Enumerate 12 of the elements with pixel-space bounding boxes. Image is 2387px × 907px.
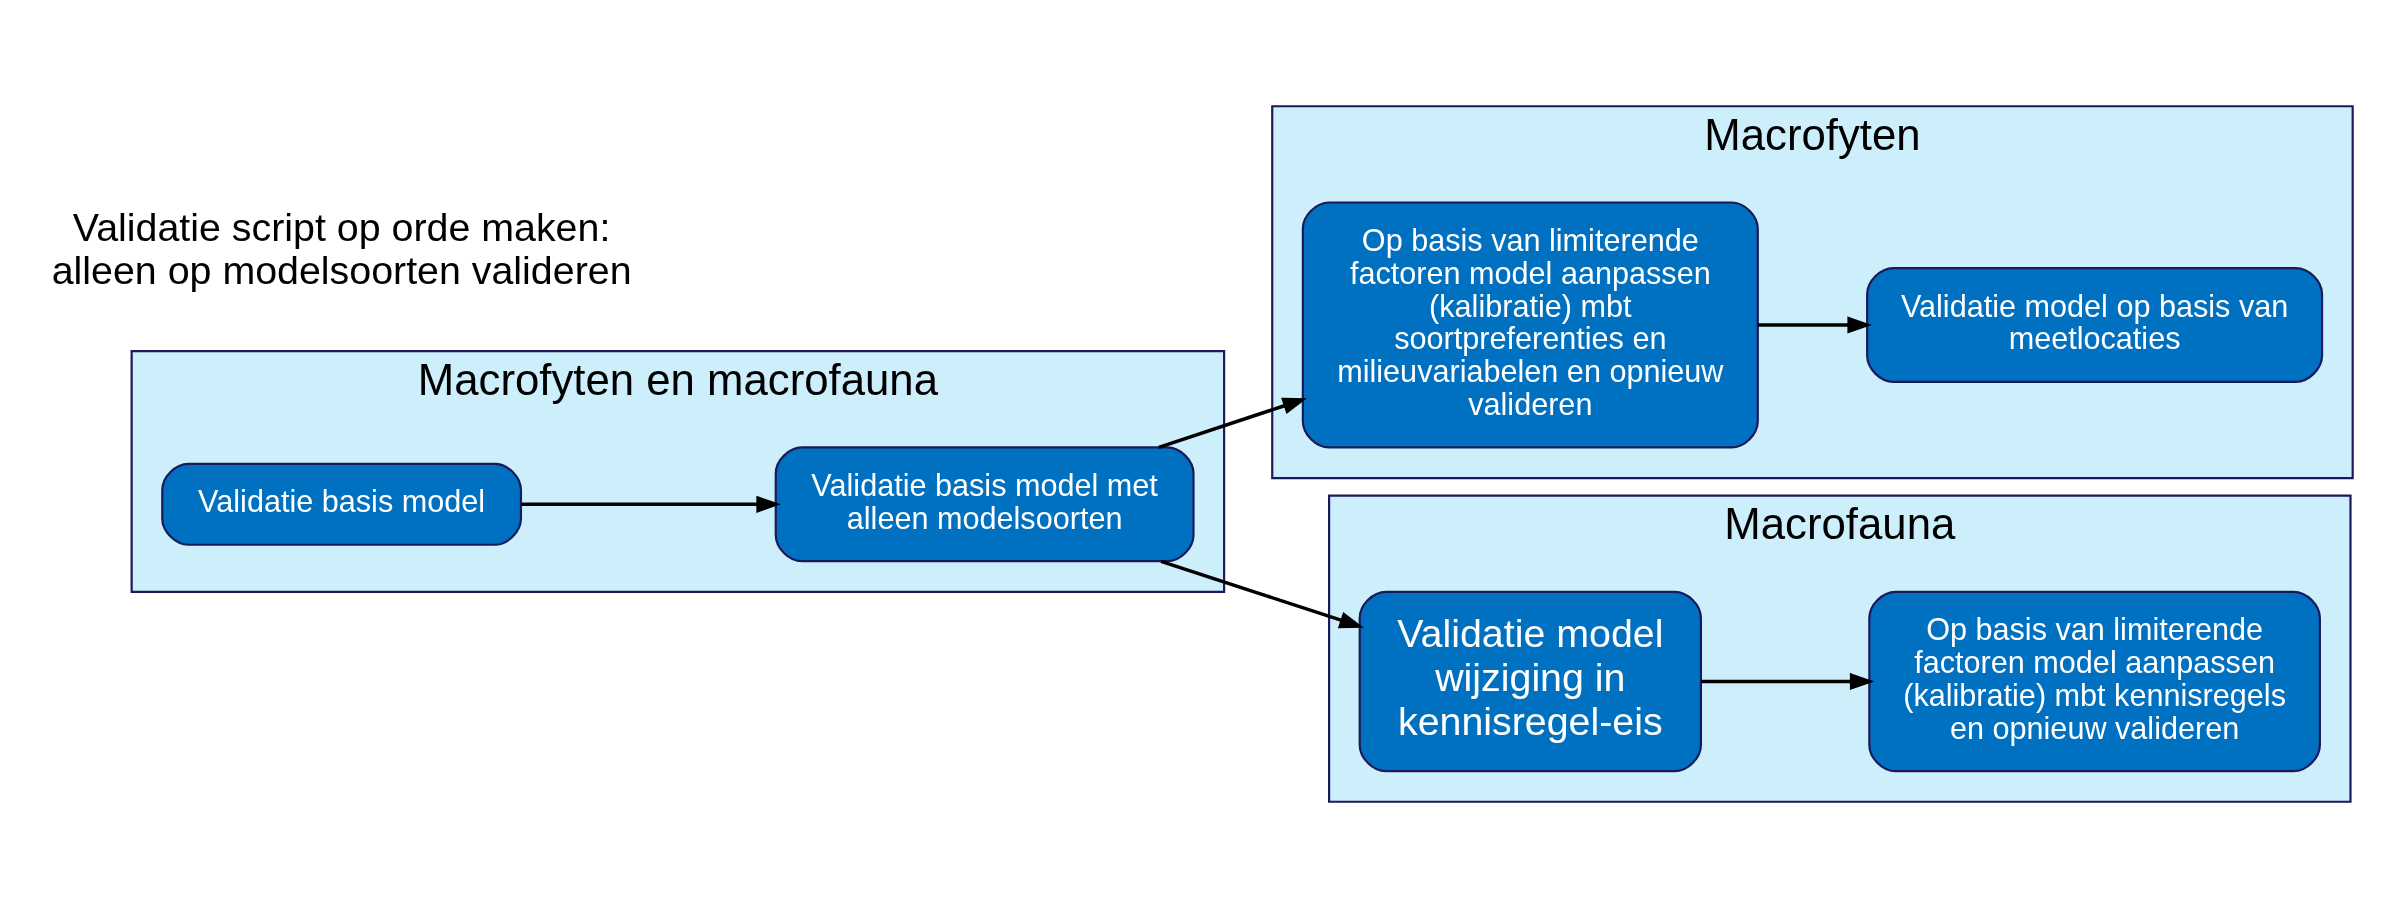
arrow [1757, 315, 1872, 334]
arrow [1701, 672, 1875, 690]
arrow [521, 495, 781, 513]
node-box: Op basis van limiterende factoren model aanpassen (kalibratie) mbt kennisregels en opnieuw valideren [1868, 590, 2321, 772]
node-box: Validatie model op basis van meetlocaties [1866, 266, 2324, 383]
node-box: Validatie model wijziging in kennisregel-eis [1358, 590, 1702, 772]
node-box: Op basis van limiterende factoren model aanpassen (kalibratie) mbt soortpreferenties en milieuvariabelen en opnieuw valideren [1301, 200, 1759, 449]
node-box: Validatie basis model met alleen modelsoorten [774, 445, 1195, 562]
node-label: Validatie script op orde maken: alleen op modelsoorten valideren [51, 204, 632, 292]
arrow [1160, 559, 1364, 628]
arrow [1158, 397, 1308, 449]
node-box: Validatie basis model [161, 462, 523, 546]
